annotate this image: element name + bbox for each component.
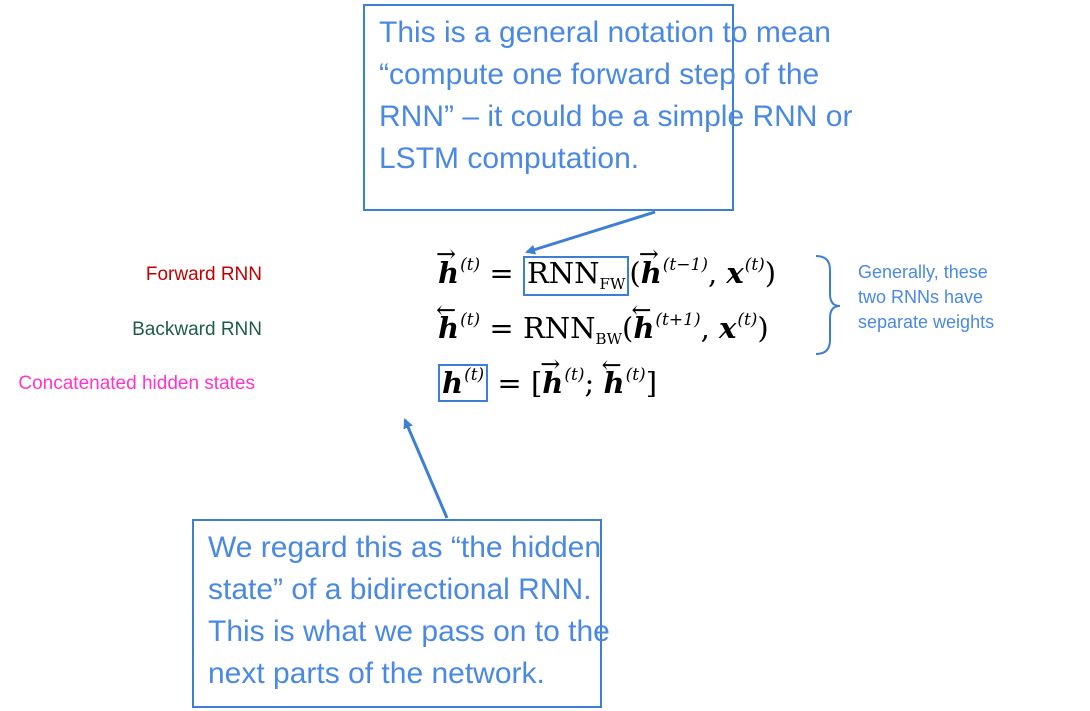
callout-top-line: RNN” – it could be a simple RNN or [379,100,853,133]
backward-rnn-label: Backward RNN [132,319,262,340]
rnn-function-name: RNN [526,256,600,290]
brace-note-line: two RNNs have [858,287,984,307]
hidden-state-highlight-box: h(t) [438,364,489,402]
backward-hidden-state-symbol: h [601,353,624,398]
forward-hidden-state-symbol: h [436,242,459,288]
comma: , [700,311,720,345]
superscript: (t) [744,255,765,275]
fw-subscript: FW [599,275,626,293]
equals-sign: = [480,311,523,345]
open-paren: ( [622,311,634,345]
callout-bottom-line: This is what we pass on to the [208,615,610,648]
forward-hidden-state-symbol: h [540,352,563,398]
superscript: (t) [564,365,585,385]
callout-top-line: LSTM computation. [379,142,640,175]
rnn-fw-highlight-box: RNNFW [522,256,630,296]
callout-top: This is a general notation to mean “comp… [363,4,853,211]
semicolon: ; [584,366,604,400]
superscript: (t) [737,310,758,330]
comma: , [707,256,727,290]
forward-rnn-label: Forward RNN [145,264,262,285]
input-symbol: x [719,311,737,345]
forward-previous-hidden-state-symbol: h [639,242,662,288]
superscript: (t+1) [655,310,701,330]
rnn-function-name: RNN [522,311,596,345]
callout-bottom-line: We regard this as “the hidden [208,531,602,564]
separate-weights-note: Generally, these two RNNs have separate … [858,260,994,335]
backward-hidden-state-symbol: h [436,298,459,343]
brace-note-line: separate weights [858,312,995,332]
backward-next-hidden-state-symbol: h [631,298,654,343]
close-paren: ) [757,311,769,345]
backward-equation: h(t) = RNNBW(h(t+1), x(t)) [436,298,769,348]
superscript: (t) [464,365,485,385]
input-symbol: x [726,256,744,290]
superscript: (t) [460,255,481,275]
close-bracket: ] [645,366,658,400]
callout-bottom-line: next parts of the network. [208,657,545,690]
bottom-callout-pointer-arrow [403,418,449,519]
superscript: (t−1) [662,255,708,275]
forward-equation: h(t) = RNNFW(h(t−1), x(t)) [436,242,777,296]
callout-bottom-line: state” of a bidirectional RNN. [208,573,592,606]
superscript: (t) [625,365,646,385]
callout-bottom: We regard this as “the hidden state” of … [192,519,610,708]
equals-sign: = [480,256,523,290]
concatenated-hidden-states-label: Concatenated hidden states [18,373,255,394]
hidden-state-symbol: h [442,366,464,400]
brace-note-line: Generally, these [858,262,988,282]
concatenation-equation: h(t) = [h(t); h(t)] [438,352,658,402]
callout-top-line: “compute one forward step of the [379,58,820,91]
bw-subscript: BW [595,330,622,348]
open-bracket: [ [530,366,543,400]
superscript: (t) [460,310,481,330]
top-callout-pointer-arrow [525,210,656,255]
open-paren: ( [629,256,641,290]
equals-sign: = [488,366,531,400]
callout-top-line: This is a general notation to mean [379,16,831,49]
curly-brace [815,255,841,355]
close-paren: ) [764,256,777,290]
